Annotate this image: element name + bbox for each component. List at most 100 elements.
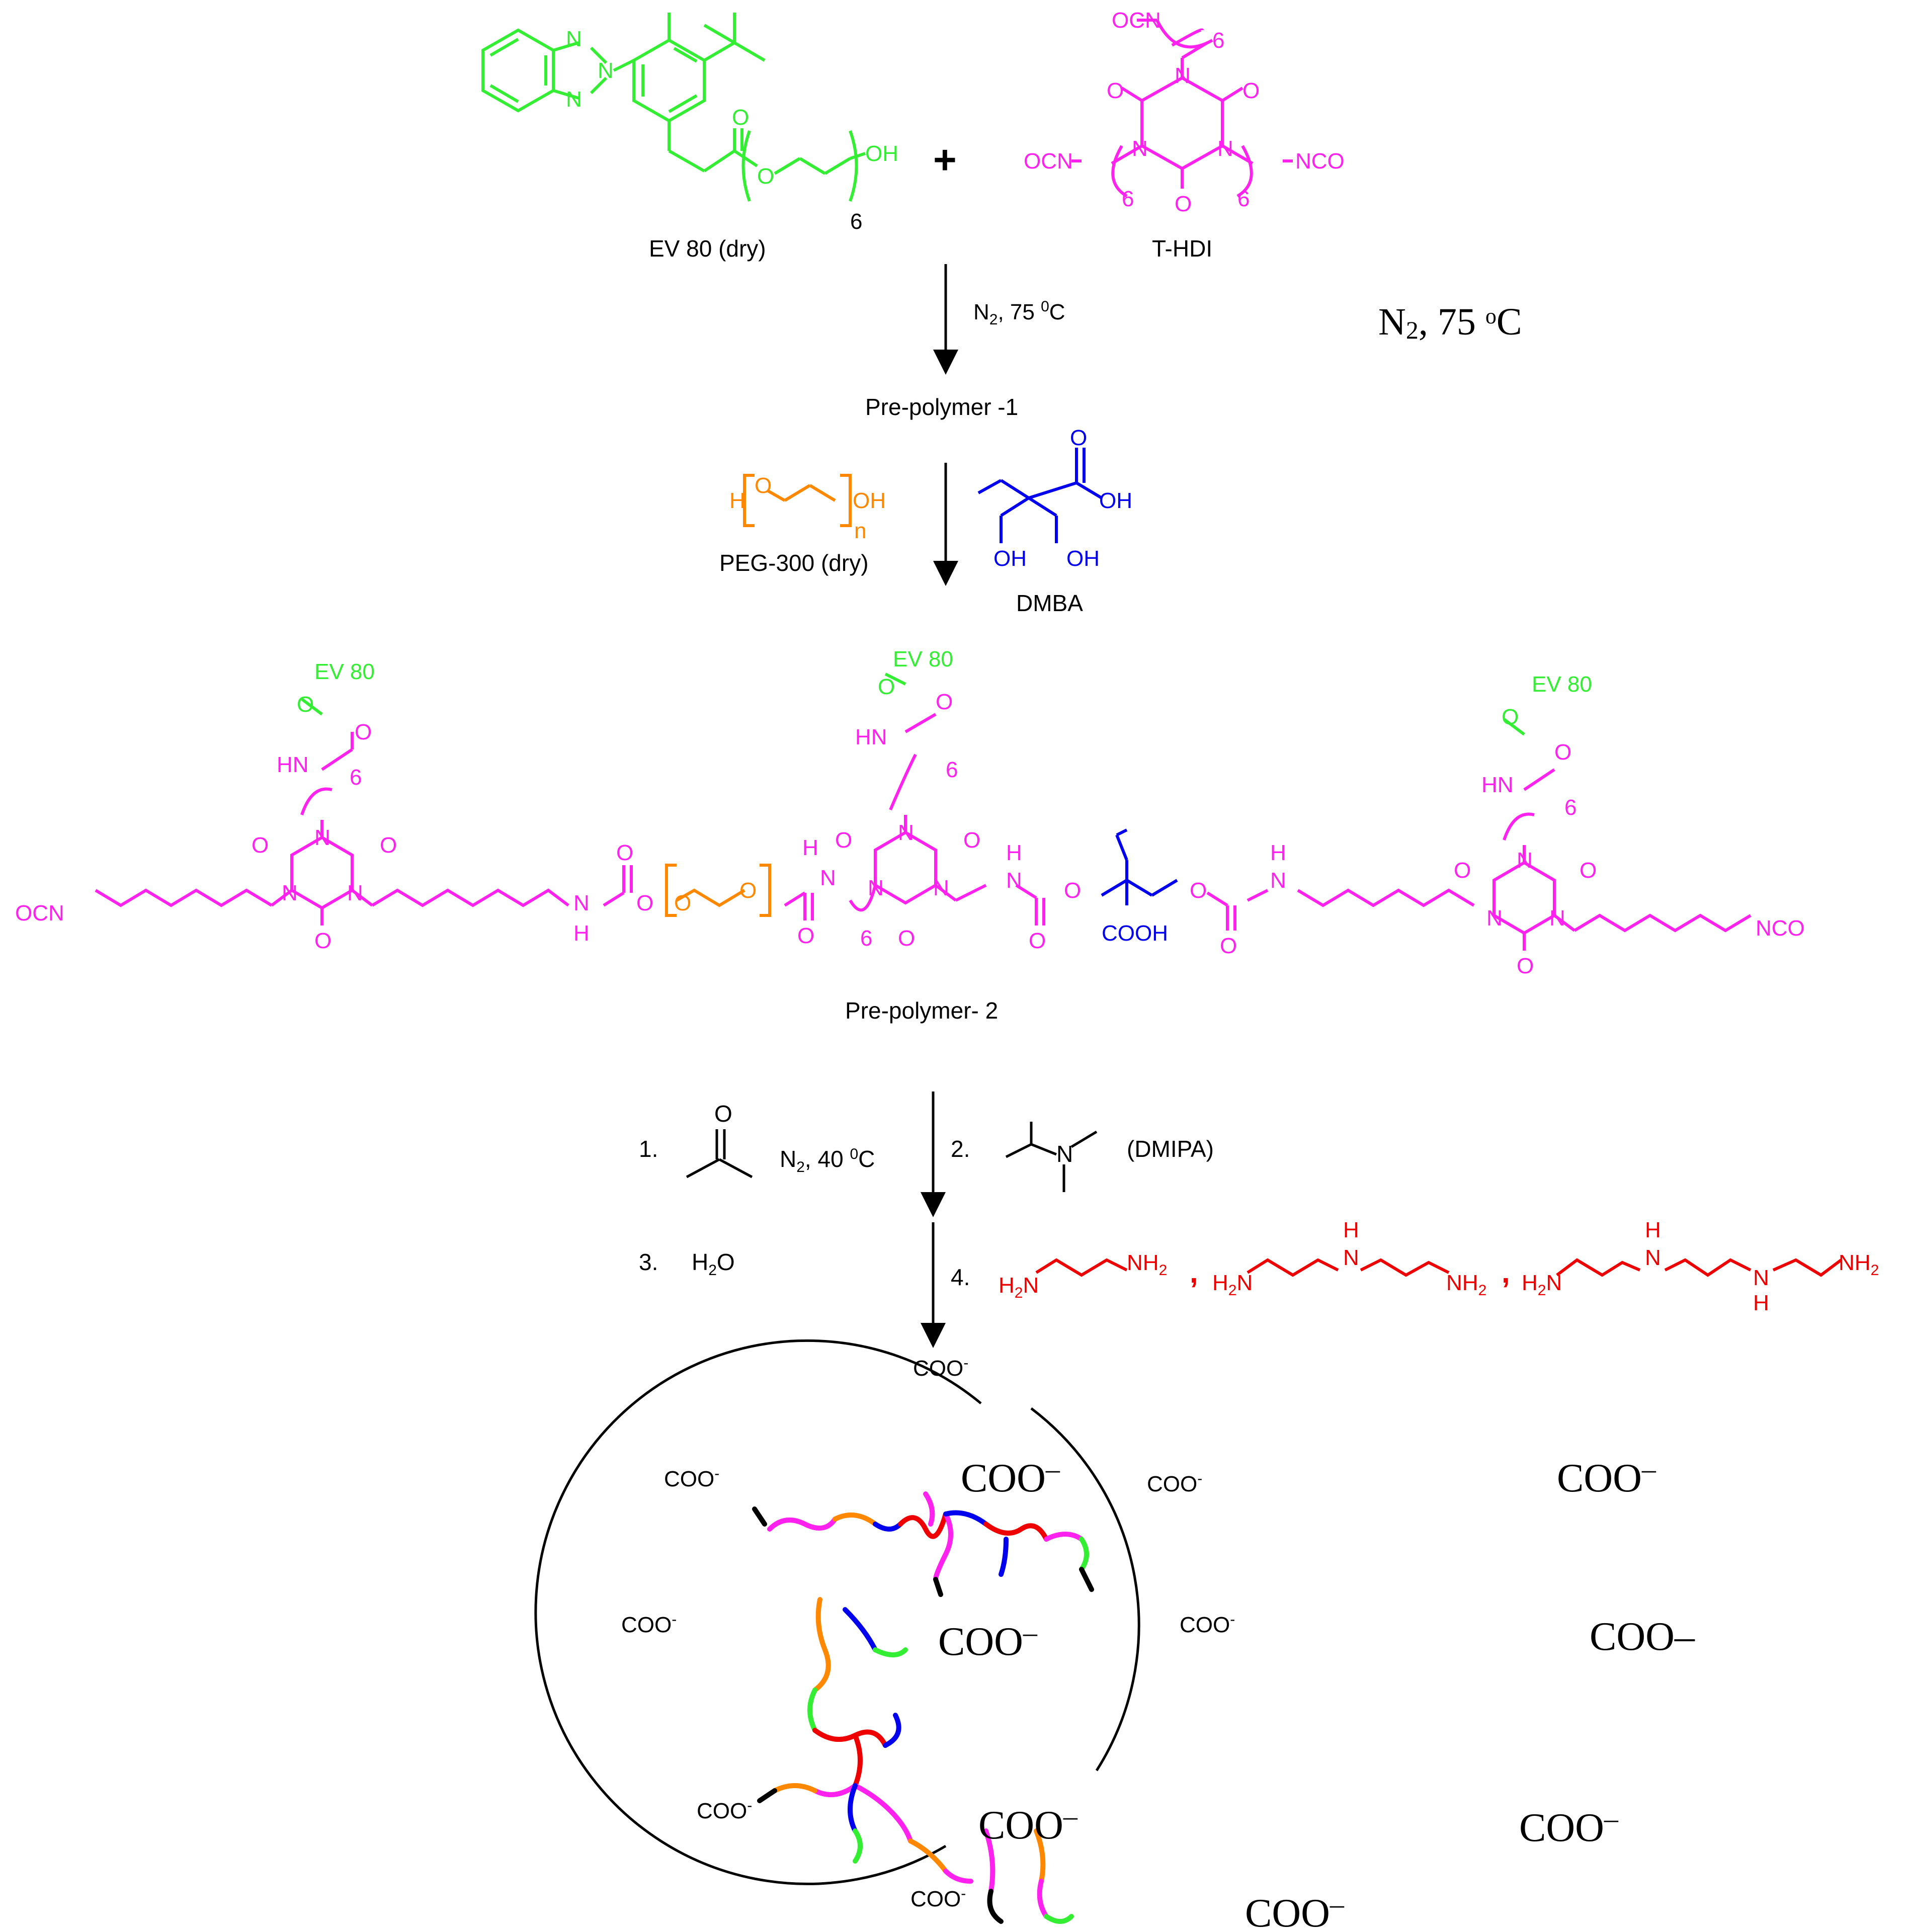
pp2-o-r2: O (1580, 858, 1597, 883)
ev80-name: EV 80 (dry) (649, 235, 766, 262)
pp2-o-m2: O (963, 828, 980, 853)
pp2-hn-mid: HN (855, 725, 887, 749)
prepolymer2-dmba-segment (1101, 828, 1178, 905)
eda-nh2: NH2 (1127, 1250, 1167, 1279)
teta-n2: N (1753, 1266, 1769, 1290)
ev80-n2: N (598, 58, 614, 83)
pp2-o-r3: O (1517, 954, 1534, 978)
polymer-chains (752, 1491, 1094, 1924)
teta-n1: N (1645, 1245, 1661, 1270)
thdi-n-top: N (1175, 63, 1191, 88)
acetone-o: O (714, 1101, 732, 1127)
pp2-n-top-mid: N (898, 820, 914, 845)
thdi-rep-top: 6 (1212, 28, 1224, 53)
ev80-ester-o: O (757, 164, 774, 189)
pp2-o-e1: O (636, 891, 653, 915)
pp2-ev80-right: EV 80 (1532, 672, 1592, 697)
dmba-acid-oh: OH (1099, 488, 1132, 513)
step-1-number: 1. (639, 1136, 658, 1162)
comma-1: , (1190, 1255, 1198, 1289)
coo-large-6: COO– (1519, 1803, 1619, 1850)
pp2-h-4: H (1270, 841, 1286, 865)
pp2-o-carbamate-left: O (355, 720, 372, 744)
plus-sign: + (933, 137, 957, 182)
pp2-n-3: N (1006, 868, 1022, 893)
coo-large-1: COO– (961, 1454, 1060, 1500)
pp2-n-r2: N (1549, 906, 1565, 931)
pp2-o-l1: O (252, 833, 269, 858)
coo-large-4: COO– (1590, 1615, 1695, 1659)
ev80-structure (481, 13, 866, 202)
peg-n: n (854, 519, 866, 543)
peg-name: PEG-300 (dry) (719, 550, 869, 576)
step-1-conditions: N2, 40 0C (780, 1146, 875, 1175)
teta-nh2: NH2 (1839, 1250, 1879, 1279)
pp2-h-3: H (1006, 841, 1022, 865)
thdi-o-left: O (1107, 78, 1124, 103)
pp2-o-c2: O (797, 923, 814, 948)
pp2-n-r1: N (1486, 906, 1503, 931)
pp2-hn-right: HN (1481, 773, 1514, 797)
water-label: H2O (692, 1249, 735, 1279)
pp2-n-l1: N (282, 881, 298, 905)
coo-small-6: COO- (697, 1797, 752, 1823)
thdi-n-right: N (1217, 136, 1233, 161)
pp2-h-2: H (802, 835, 818, 860)
pp2-hn-left: HN (277, 752, 309, 777)
pp2-rep-right: 6 (1564, 795, 1577, 820)
peg-structure (743, 474, 852, 527)
peg-h: H (729, 488, 745, 513)
ev80-n3: N (566, 87, 582, 112)
prepolymer2-peg-segment (665, 864, 771, 917)
pp2-n-m1: N (868, 876, 884, 900)
teta-h2: H (1753, 1291, 1769, 1315)
deta-nh2: NH2 (1446, 1271, 1486, 1299)
coo-large-5: COO– (978, 1801, 1078, 1847)
pp2-ocn: OCN (15, 901, 64, 926)
coo-small-1: COO- (913, 1355, 968, 1381)
pp2-h-1: H (573, 921, 590, 946)
pp2-n-l2: N (347, 881, 363, 905)
coo-large-2: COO– (1557, 1454, 1656, 1500)
pp2-nh-1: N (573, 891, 590, 915)
step1-conditions: N2, 75 0C (973, 298, 1065, 328)
pp2-o-left: O (297, 692, 314, 717)
deta-h: H (1343, 1218, 1359, 1242)
dmipa-n: N (1056, 1141, 1073, 1167)
peg-oh: OH (853, 488, 886, 513)
thdi-rep-right: 6 (1237, 187, 1250, 211)
eda-h2n: H2N (999, 1273, 1039, 1301)
pp2-o-e4: O (1190, 878, 1207, 903)
particle-circle (534, 1339, 1140, 1885)
teta-h2n: H2N (1522, 1271, 1562, 1299)
prepolymer-2-label: Pre-polymer- 2 (845, 997, 998, 1024)
amine-structures (1035, 1258, 1842, 1277)
pp2-cooh: COOH (1102, 921, 1168, 946)
pp2-o-peg2: O (674, 891, 691, 915)
coo-small-3: COO- (1147, 1470, 1202, 1496)
amine-labels: H2N NH2 , H2N H N NH2 , H2N H N N H NH2 (999, 1218, 1879, 1315)
ev80-n1: N (566, 27, 582, 51)
dmipa-structure (1005, 1122, 1098, 1192)
step3-labels: 1. 2. 3. 4. N2, 40 0C (DMIPA) H2O O N (639, 1101, 1214, 1290)
coo-small-2: COO- (664, 1465, 719, 1491)
pp2-o-m1: O (835, 828, 852, 853)
ev80-carbonyl-o: O (732, 105, 749, 130)
peg-o: O (755, 473, 772, 498)
ev80-labels: N N N O O OH (566, 27, 898, 189)
coo-small-5: COO- (1180, 1611, 1235, 1637)
pp2-o-e3: O (1064, 878, 1081, 903)
dmba-labels: O OH OH OH (993, 426, 1132, 571)
pp2-o-right: O (1502, 705, 1519, 729)
dmba-name: DMBA (1016, 590, 1083, 616)
thdi-nco-left: OCN (1024, 149, 1073, 174)
pp2-o-c4: O (1220, 934, 1237, 958)
pp2-ev80-left: EV 80 (314, 659, 375, 684)
dmba-oh-left: OH (993, 546, 1027, 571)
coo-small-7: COO- (910, 1885, 966, 1911)
prepolymer2-ev80-arms (301, 673, 1525, 736)
ev80-repeat: 6 (850, 209, 862, 234)
thdi-nco-right: NCO (1295, 149, 1345, 174)
thdi-rep-left: 6 (1122, 187, 1134, 211)
